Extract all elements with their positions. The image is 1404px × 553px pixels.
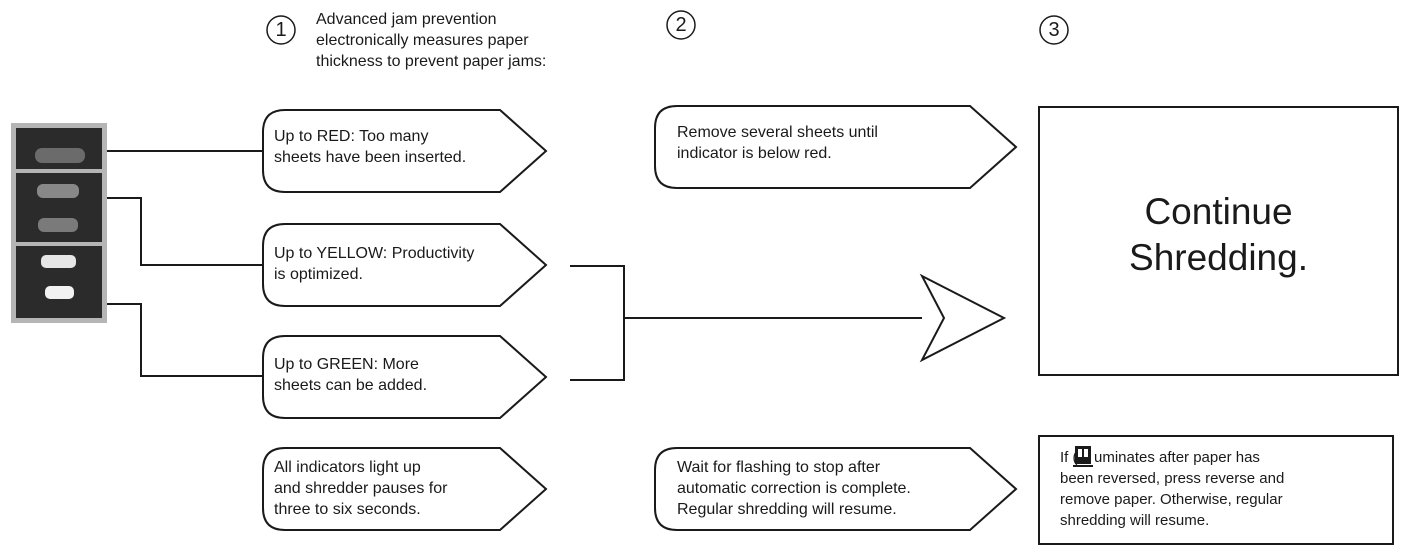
step-1-intro-line: thickness to prevent paper jams: <box>316 53 547 70</box>
step-2-number: 2 <box>675 14 687 36</box>
wait-flashing-line: automatic correction is complete. <box>677 480 911 497</box>
continue-arrow-head <box>919 273 1007 363</box>
green-indicator-light-lower <box>45 286 74 299</box>
step-1-intro-line: electronically measures paper <box>316 32 529 49</box>
continue-shredding-line: Shredding. <box>1129 237 1308 278</box>
continue-box-shape <box>1038 106 1399 376</box>
red-indicator-line: Up to RED: Too many <box>274 128 429 145</box>
wait-flashing-line: Regular shredding will resume. <box>677 501 897 518</box>
all-box-shape <box>262 447 548 531</box>
step-3-number: 3 <box>1048 19 1060 41</box>
all-indicators-line: three to six seconds. <box>274 501 421 518</box>
continue-connector <box>570 265 1007 381</box>
reverse-instructions-line: been reversed, press reverse and <box>1060 470 1285 487</box>
green-box-shape <box>262 335 548 419</box>
remove-sheets-line: Remove several sheets until <box>677 124 878 141</box>
reverse-prefix: If ( <box>1060 449 1078 466</box>
green-indicator-light-upper <box>41 255 76 268</box>
green-indicator-line: Up to GREEN: More <box>274 356 419 373</box>
reverse-box-shape <box>1038 435 1394 545</box>
remove-box-shape <box>654 105 1018 189</box>
yellow-indicator-light-upper <box>37 184 79 198</box>
red-indicator-light <box>35 148 85 163</box>
red-indicator-line: sheets have been inserted. <box>274 149 467 166</box>
yellow-indicator-line: is optimized. <box>274 266 363 283</box>
yellow-indicator-line: Up to YELLOW: Productivity <box>274 245 475 262</box>
reverse-button-icon <box>1073 446 1093 467</box>
wait-flashing-line: Wait for flashing to stop after <box>677 459 881 476</box>
yellow-indicator-light-lower <box>38 218 78 232</box>
green-indicator-line: sheets can be added. <box>274 377 428 394</box>
step-1-intro-line: Advanced jam prevention <box>316 11 497 28</box>
yellow-box-shape <box>262 223 548 307</box>
indicator-boxes <box>262 109 548 531</box>
red-box-shape <box>262 109 548 193</box>
step-3-circle <box>1039 15 1069 45</box>
wait-box-shape <box>654 447 1018 531</box>
panel-connectors <box>107 150 263 377</box>
all-indicators-line: and shredder pauses for <box>274 480 448 497</box>
reverse-instructions-line: shredding will resume. <box>1060 512 1210 529</box>
indicator-panel-icon <box>11 123 107 323</box>
step-1-circle <box>266 15 296 45</box>
reverse-instructions-line: uminates after paper has <box>1094 449 1260 466</box>
step-1-number: 1 <box>275 19 287 41</box>
remove-sheets-line: indicator is below red. <box>677 145 832 162</box>
all-indicators-line: All indicators light up <box>274 459 421 476</box>
step-2-circle <box>666 10 696 40</box>
action-boxes <box>654 105 1018 531</box>
continue-shredding-line: Continue <box>1144 191 1293 232</box>
reverse-instructions-line: remove paper. Otherwise, regular <box>1060 491 1283 508</box>
